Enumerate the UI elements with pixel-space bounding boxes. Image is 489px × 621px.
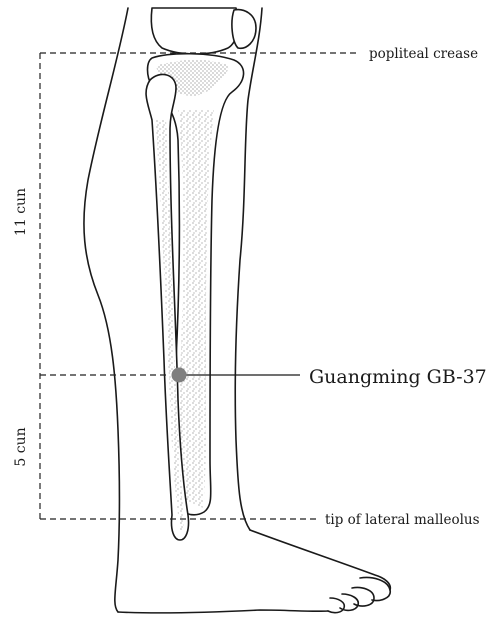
upper-span-label: 11 cun xyxy=(13,188,29,236)
femur-condyle xyxy=(151,8,238,54)
popliteal-crease-label: popliteal crease xyxy=(369,46,478,62)
foot-top-contour xyxy=(250,530,390,590)
patella xyxy=(232,10,256,49)
lower-span-label: 5 cun xyxy=(13,427,29,466)
malleolus-label: tip of lateral malleolus xyxy=(325,512,480,528)
acupoint-dot xyxy=(172,368,187,383)
toes xyxy=(328,578,390,613)
calf-contour xyxy=(84,8,128,612)
sole-contour xyxy=(118,610,328,613)
acupoint-label: Guangming GB-37 xyxy=(309,366,487,388)
